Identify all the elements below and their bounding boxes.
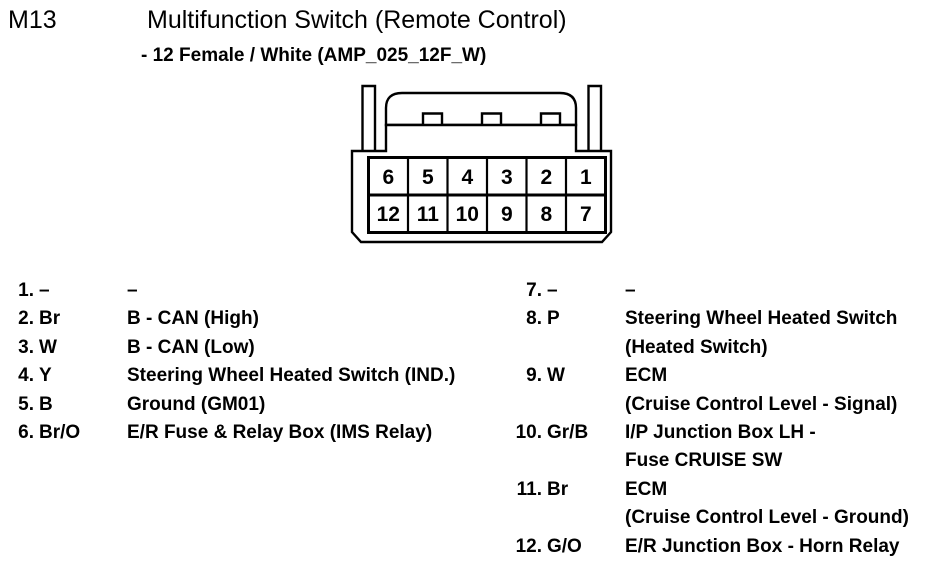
header: M13 Multifunction Switch (Remote Control… [0,0,944,78]
pin-number: 7. [526,280,542,301]
pin-row-11: 11. Br ECM [500,478,944,506]
pin-description: (Cruise Control Level - Ground) [625,507,909,529]
pin-row-8: 8. P Steering Wheel Heated Switch [500,307,944,335]
pin-wire-color: Gr/B [547,421,589,443]
pin-wire-color: Br [39,308,61,330]
pin-wire-color: G/O [547,535,582,557]
pin-description: Ground (GM01) [127,393,266,415]
pin-row-6: 6. Br/O E/R Fuse & Relay Box (IMS Relay) [0,421,500,449]
pin-description: (Heated Switch) [625,336,768,358]
pin-description: Steering Wheel Heated Switch (IND.) [127,365,456,387]
pin-row-10-continuation: Fuse CRUISE SW [500,449,944,477]
pin-wire-color: Y [39,365,52,387]
pin-row-3: 3. W B - CAN (Low) [0,336,500,364]
pin-cell-6: 6 [382,166,394,189]
page-title: Multifunction Switch (Remote Control) [147,6,567,34]
pin-row-9-continuation: (Cruise Control Level - Signal) [500,393,944,421]
pin-wire-color: – [39,280,50,301]
pin-number: 3. [18,336,34,358]
pin-list-right: 7. – – 8. P Steering Wheel Heated Switch… [500,279,944,563]
pin-description: B - CAN (Low) [127,336,255,358]
pin-number: 11. [516,478,542,500]
pin-number: 1. [18,280,34,301]
pin-wire-color: B [39,393,53,415]
pin-cell-9: 9 [501,203,513,226]
pin-number: 5. [18,393,34,415]
pin-description: E/R Junction Box - Horn Relay [625,535,900,557]
pin-description: – [127,280,138,301]
pin-cell-10: 10 [456,203,479,226]
pin-description: B - CAN (High) [127,308,259,330]
connector-left-post [361,84,377,159]
connector-right-post [587,84,603,159]
pin-description: ECM [625,478,668,500]
pin-wire-color: Br [547,478,569,500]
pin-row-11-continuation: (Cruise Control Level - Ground) [500,506,944,534]
pin-row-9: 9. W ECM [500,364,944,392]
pin-cell-4: 4 [461,166,473,189]
pin-number: 4. [18,365,34,387]
pin-row-1: 1. – – [0,279,500,307]
pin-number: 2. [18,308,34,330]
pin-description: (Cruise Control Level - Signal) [625,393,898,415]
pin-grid-row-top: 6 5 4 3 2 1 [382,166,592,189]
pin-wire-color: P [547,308,560,330]
pin-description: Fuse CRUISE SW [625,450,783,472]
pin-cell-8: 8 [540,203,552,226]
pin-cell-5: 5 [422,166,434,189]
pin-number: 6. [18,421,34,443]
pin-cell-2: 2 [540,166,552,189]
connector-diagram: 6 5 4 3 2 1 12 11 10 9 8 7 [344,80,620,248]
pin-cell-11: 11 [417,203,440,226]
pin-cell-12: 12 [377,203,400,226]
pin-description: E/R Fuse & Relay Box (IMS Relay) [127,421,433,443]
pin-wire-color: – [547,280,558,301]
connector-subtitle: - 12 Female / White (AMP_025_12F_W) [141,45,487,66]
connector-code: M13 [8,6,57,34]
pin-row-10: 10. Gr/B I/P Junction Box LH - [500,421,944,449]
pin-number: 9. [526,365,542,387]
pin-description: ECM [625,365,668,387]
pin-row-5: 5. B Ground (GM01) [0,393,500,421]
pin-row-4: 4. Y Steering Wheel Heated Switch (IND.) [0,364,500,392]
pin-list-left: 1. – – 2. Br B - CAN (High) 3. W B - CAN… [0,279,500,449]
pin-cell-7: 7 [580,203,592,226]
pin-wire-color: W [39,336,57,358]
pin-number: 8. [526,308,542,330]
pin-cell-3: 3 [501,166,513,189]
connector-outline-svg: 6 5 4 3 2 1 12 11 10 9 8 7 [350,84,613,244]
pin-row-7: 7. – – [500,279,944,307]
pin-grid-column-dividers [406,157,568,233]
pin-grid-row-bottom: 12 11 10 9 8 7 [377,203,592,226]
pin-description: Steering Wheel Heated Switch [625,308,898,330]
pin-row-12: 12. G/O E/R Junction Box - Horn Relay [500,535,944,563]
pin-wire-color: Br/O [39,421,81,443]
pin-description: I/P Junction Box LH - [625,421,816,443]
pin-row-2: 2. Br B - CAN (High) [0,307,500,335]
pin-description: – [625,280,636,301]
pin-cell-1: 1 [580,166,592,189]
pin-number: 12. [515,535,542,557]
connector-latch-hood [384,91,578,127]
pin-number: 10. [515,421,542,443]
pin-row-8-continuation: (Heated Switch) [500,336,944,364]
pin-wire-color: W [547,365,565,387]
